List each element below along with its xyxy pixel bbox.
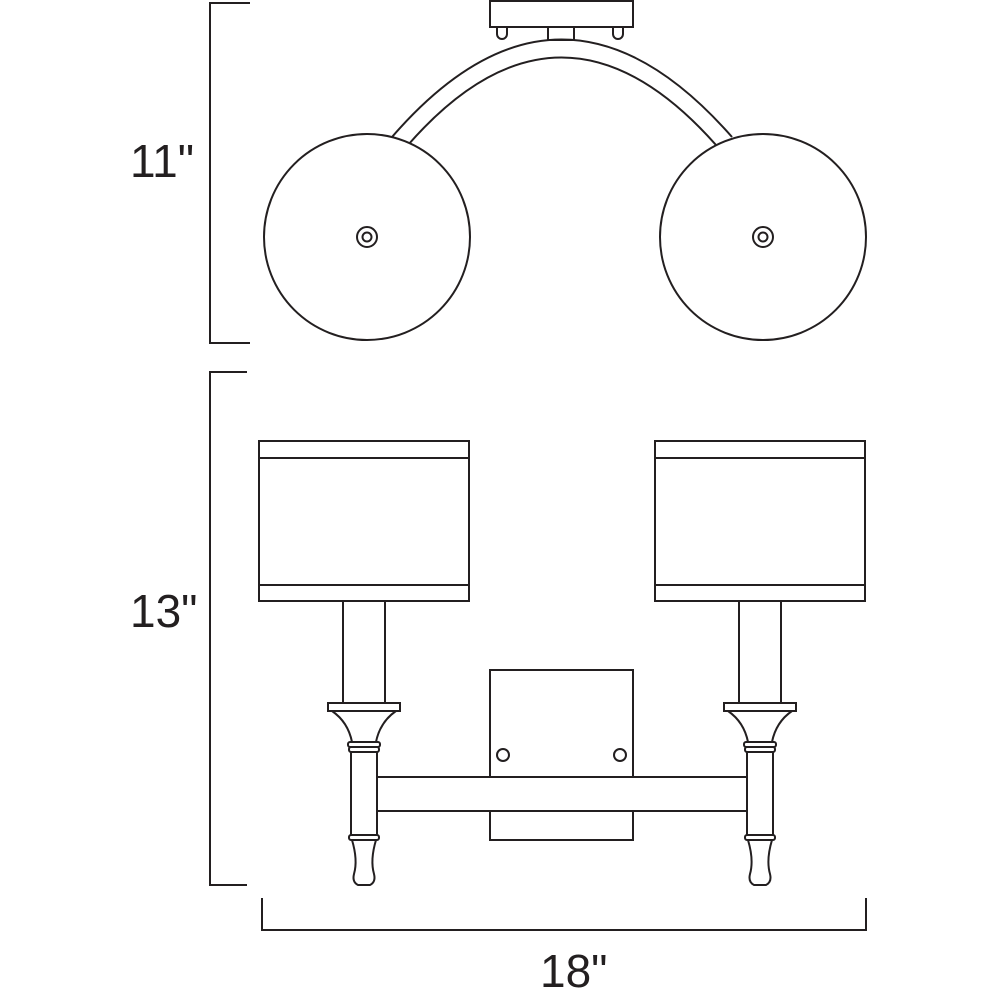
finial (350, 839, 378, 886)
column (350, 751, 378, 836)
candle-sleeve (342, 600, 386, 704)
depth-dimension-line (209, 2, 250, 344)
plate-screws (496, 27, 624, 40)
width-label: 18" (540, 945, 608, 997)
height-dimension-line (209, 371, 247, 886)
left-shade-top (263, 133, 471, 341)
arm-inner (407, 56, 717, 146)
backplate-screw (496, 748, 510, 762)
left-light (258, 440, 470, 886)
left-finial-inner (361, 231, 373, 243)
backplate-screw (613, 748, 627, 762)
left-finial-outer (356, 226, 378, 248)
top-view (263, 0, 867, 341)
height-label: 13" (130, 585, 198, 637)
right-light (654, 440, 866, 886)
ceiling-plate (489, 0, 634, 28)
right-finial-outer (752, 226, 774, 248)
depth-label: 11" (130, 135, 195, 187)
stem (547, 26, 575, 41)
dimension-lines (209, 2, 867, 931)
right-shade-top (659, 133, 867, 341)
width-dimension-line (261, 898, 867, 931)
arm-bar (376, 776, 748, 812)
front-view (258, 440, 866, 886)
bobeche (327, 702, 401, 712)
cup (328, 710, 400, 743)
arm-outer (391, 38, 733, 138)
backplate (489, 669, 634, 841)
right-finial-inner (757, 231, 769, 243)
shade (258, 440, 470, 602)
